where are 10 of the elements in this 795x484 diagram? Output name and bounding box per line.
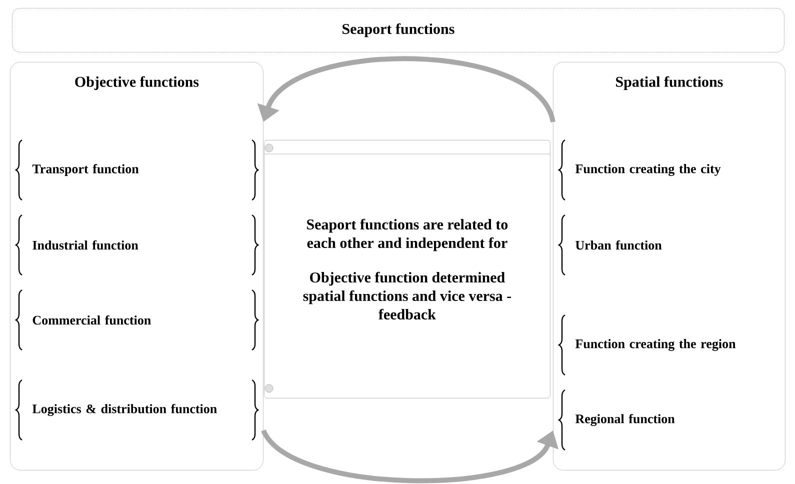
title-band: Seaport functions [12, 8, 784, 52]
function-label: Urban function [576, 240, 662, 250]
function-label: Transport function [32, 164, 139, 176]
function-label: Logistics & distribution function [32, 404, 217, 416]
scroll: Seaport functions are related to each other and independent for Objective function determined spatial functions and vice versa - feedback [264, 140, 551, 398]
function-label: Commercial function [32, 315, 151, 325]
function-label: Function creating the region [575, 339, 736, 351]
function-label: Function creating the city [575, 164, 721, 176]
function-label: Regional function [575, 414, 675, 426]
function-label: Industrial function [32, 240, 138, 250]
